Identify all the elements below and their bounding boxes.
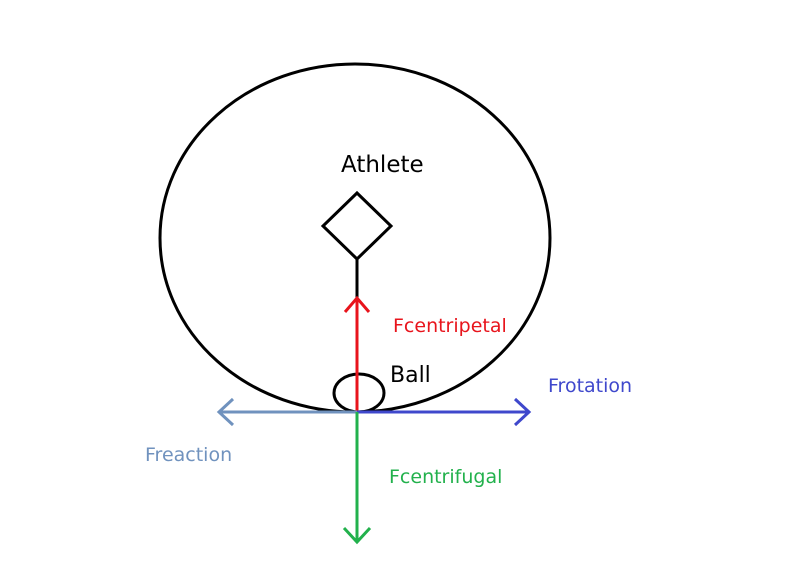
- athlete-label: Athlete: [341, 152, 424, 178]
- centrifugal-arrow: [342, 412, 372, 545]
- centrifugal-label: Fcentrifugal: [389, 466, 502, 488]
- reaction-label: Freaction: [145, 444, 232, 466]
- athlete-diamond: [320, 190, 394, 262]
- centripetal-arrow: [343, 295, 371, 412]
- rotation-arrow: [357, 397, 532, 427]
- centripetal-label: Fcentripetal: [393, 315, 507, 337]
- rotation-label: Frotation: [548, 375, 632, 397]
- ball: [332, 372, 386, 414]
- ball-label: Ball: [390, 363, 431, 388]
- reaction-arrow: [216, 397, 357, 427]
